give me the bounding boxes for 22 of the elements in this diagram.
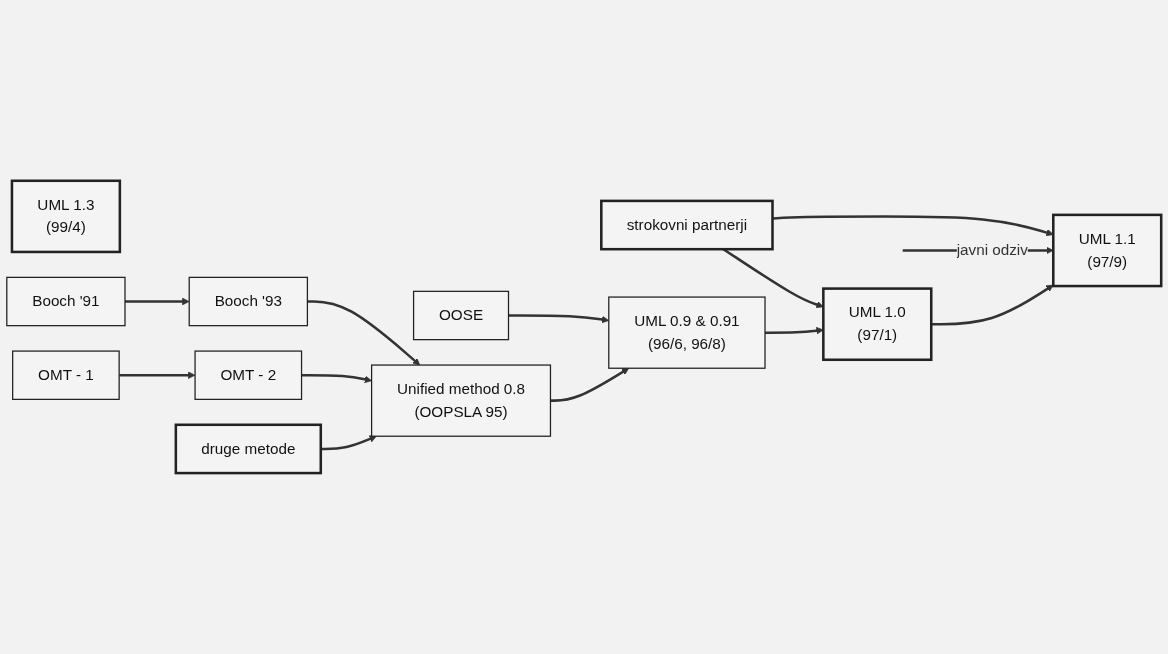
arrow: [772, 215, 1054, 237]
arrow: [931, 284, 1054, 326]
node-box: UML 1.0 (97/1): [822, 287, 933, 362]
node-box: UML 1.3 (99/4): [10, 179, 122, 254]
node-box: UML 0.9 & 0.91 (96/6, 96/8): [608, 296, 766, 369]
node-box: Unified method 0.8 (OOPSLA 95): [371, 364, 552, 437]
node-box: Booch '93: [188, 276, 309, 327]
arrow: [119, 371, 196, 379]
arrow: [125, 297, 190, 306]
node-box: UML 1.1 (97/9): [1052, 213, 1163, 288]
node-box: Booch '91: [6, 276, 126, 327]
arrow: [307, 300, 421, 366]
node-box: OMT - 2: [194, 350, 303, 401]
node-box: druge metode: [174, 423, 323, 475]
arrow: [765, 327, 824, 335]
node-box: strokovni partnerji: [600, 199, 774, 251]
arrow: [320, 435, 377, 451]
arrow: [301, 374, 372, 384]
edge-label: javni odziv: [956, 241, 1028, 259]
node-box: OOSE: [412, 290, 510, 341]
arrow: [550, 367, 630, 402]
node-box: OMT - 1: [12, 350, 120, 401]
